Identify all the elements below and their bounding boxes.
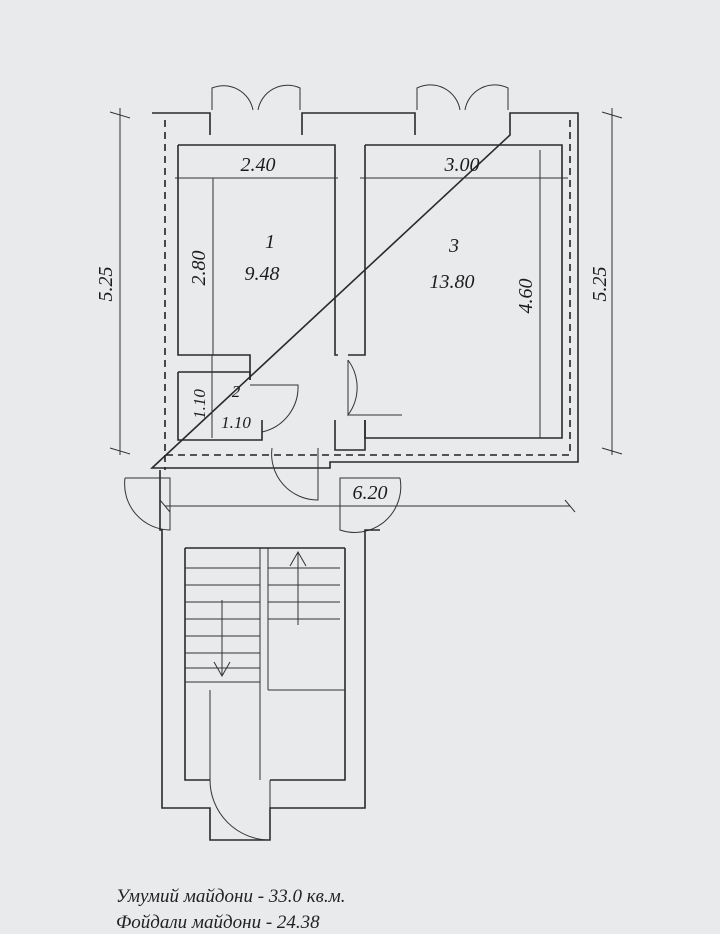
room2-wall [177, 371, 263, 441]
useful-area-note: Фойдали майдони - 24.38 [116, 912, 320, 933]
outer-wall [149, 112, 579, 469]
stair-arrow-down [213, 600, 231, 678]
room2-area: 1.10 [221, 413, 251, 432]
dim-room1-depth: 2.80 [188, 251, 210, 286]
dim-room2-depth: 1.10 [190, 389, 209, 419]
door-entrance-right [339, 477, 402, 533]
door-room1 [347, 359, 402, 417]
room1-wall [177, 144, 338, 380]
total-area-note: Умумий майдони - 33.0 кв.м. [116, 886, 346, 907]
dim-overall-left: 5.25 [95, 267, 117, 302]
door-top-left [211, 84, 301, 111]
dim-room3-width: 3.00 [444, 154, 480, 176]
room3-area: 13.80 [430, 271, 475, 293]
dim-room1-width: 2.40 [241, 154, 276, 176]
door-corridor [271, 447, 319, 501]
stair-door [209, 779, 271, 841]
room1-area: 9.48 [245, 263, 280, 285]
room1-number: 1 [265, 231, 275, 253]
stair-treads [185, 548, 345, 780]
door-room2 [250, 384, 299, 433]
dim-room3-depth: 4.60 [515, 279, 537, 314]
dim-overall-right: 5.25 [589, 267, 611, 302]
dimension-lines [109, 108, 623, 513]
corridor-wall [334, 420, 366, 451]
door-top-right [416, 84, 509, 111]
door-entrance-left [124, 477, 171, 531]
dashed-axis [164, 120, 571, 470]
room3-number: 3 [448, 235, 459, 257]
dim-overall-width: 6.20 [353, 482, 388, 504]
stair-arrow-up [289, 550, 307, 625]
room2-number: 2 [232, 382, 241, 401]
stair-wall [159, 470, 380, 841]
